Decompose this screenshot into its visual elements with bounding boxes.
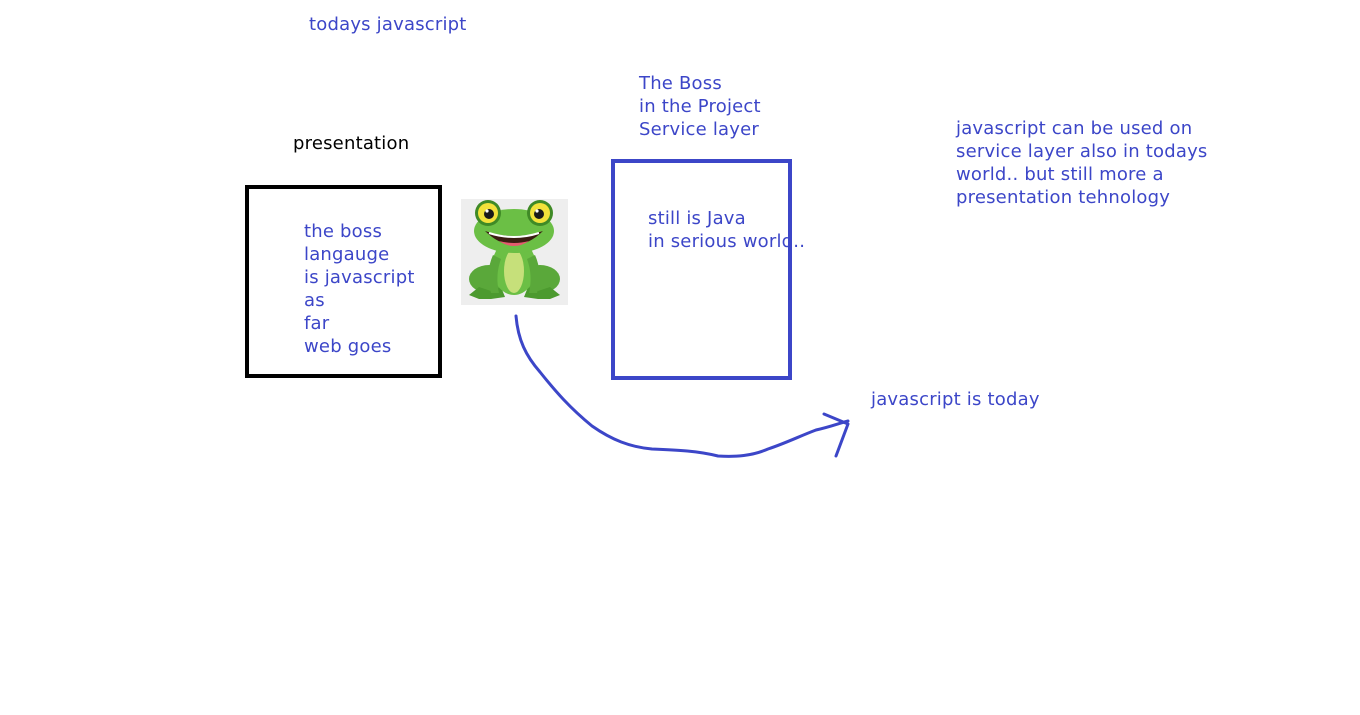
arrow-label: javascript is today <box>871 389 1040 410</box>
service-box <box>611 159 792 380</box>
side-note: javascript can be used on service layer … <box>956 118 1208 208</box>
presentation-label: presentation <box>293 133 410 154</box>
presentation-box-text: the boss langauge is javascript as far w… <box>304 221 415 357</box>
title-text: todays javascript <box>309 14 467 35</box>
service-layer-heading: The Boss in the Project Service layer <box>639 73 761 140</box>
presentation-box <box>245 185 442 378</box>
service-box-text: still is Java in serious world.. <box>648 208 806 252</box>
frog-icon <box>461 199 568 305</box>
